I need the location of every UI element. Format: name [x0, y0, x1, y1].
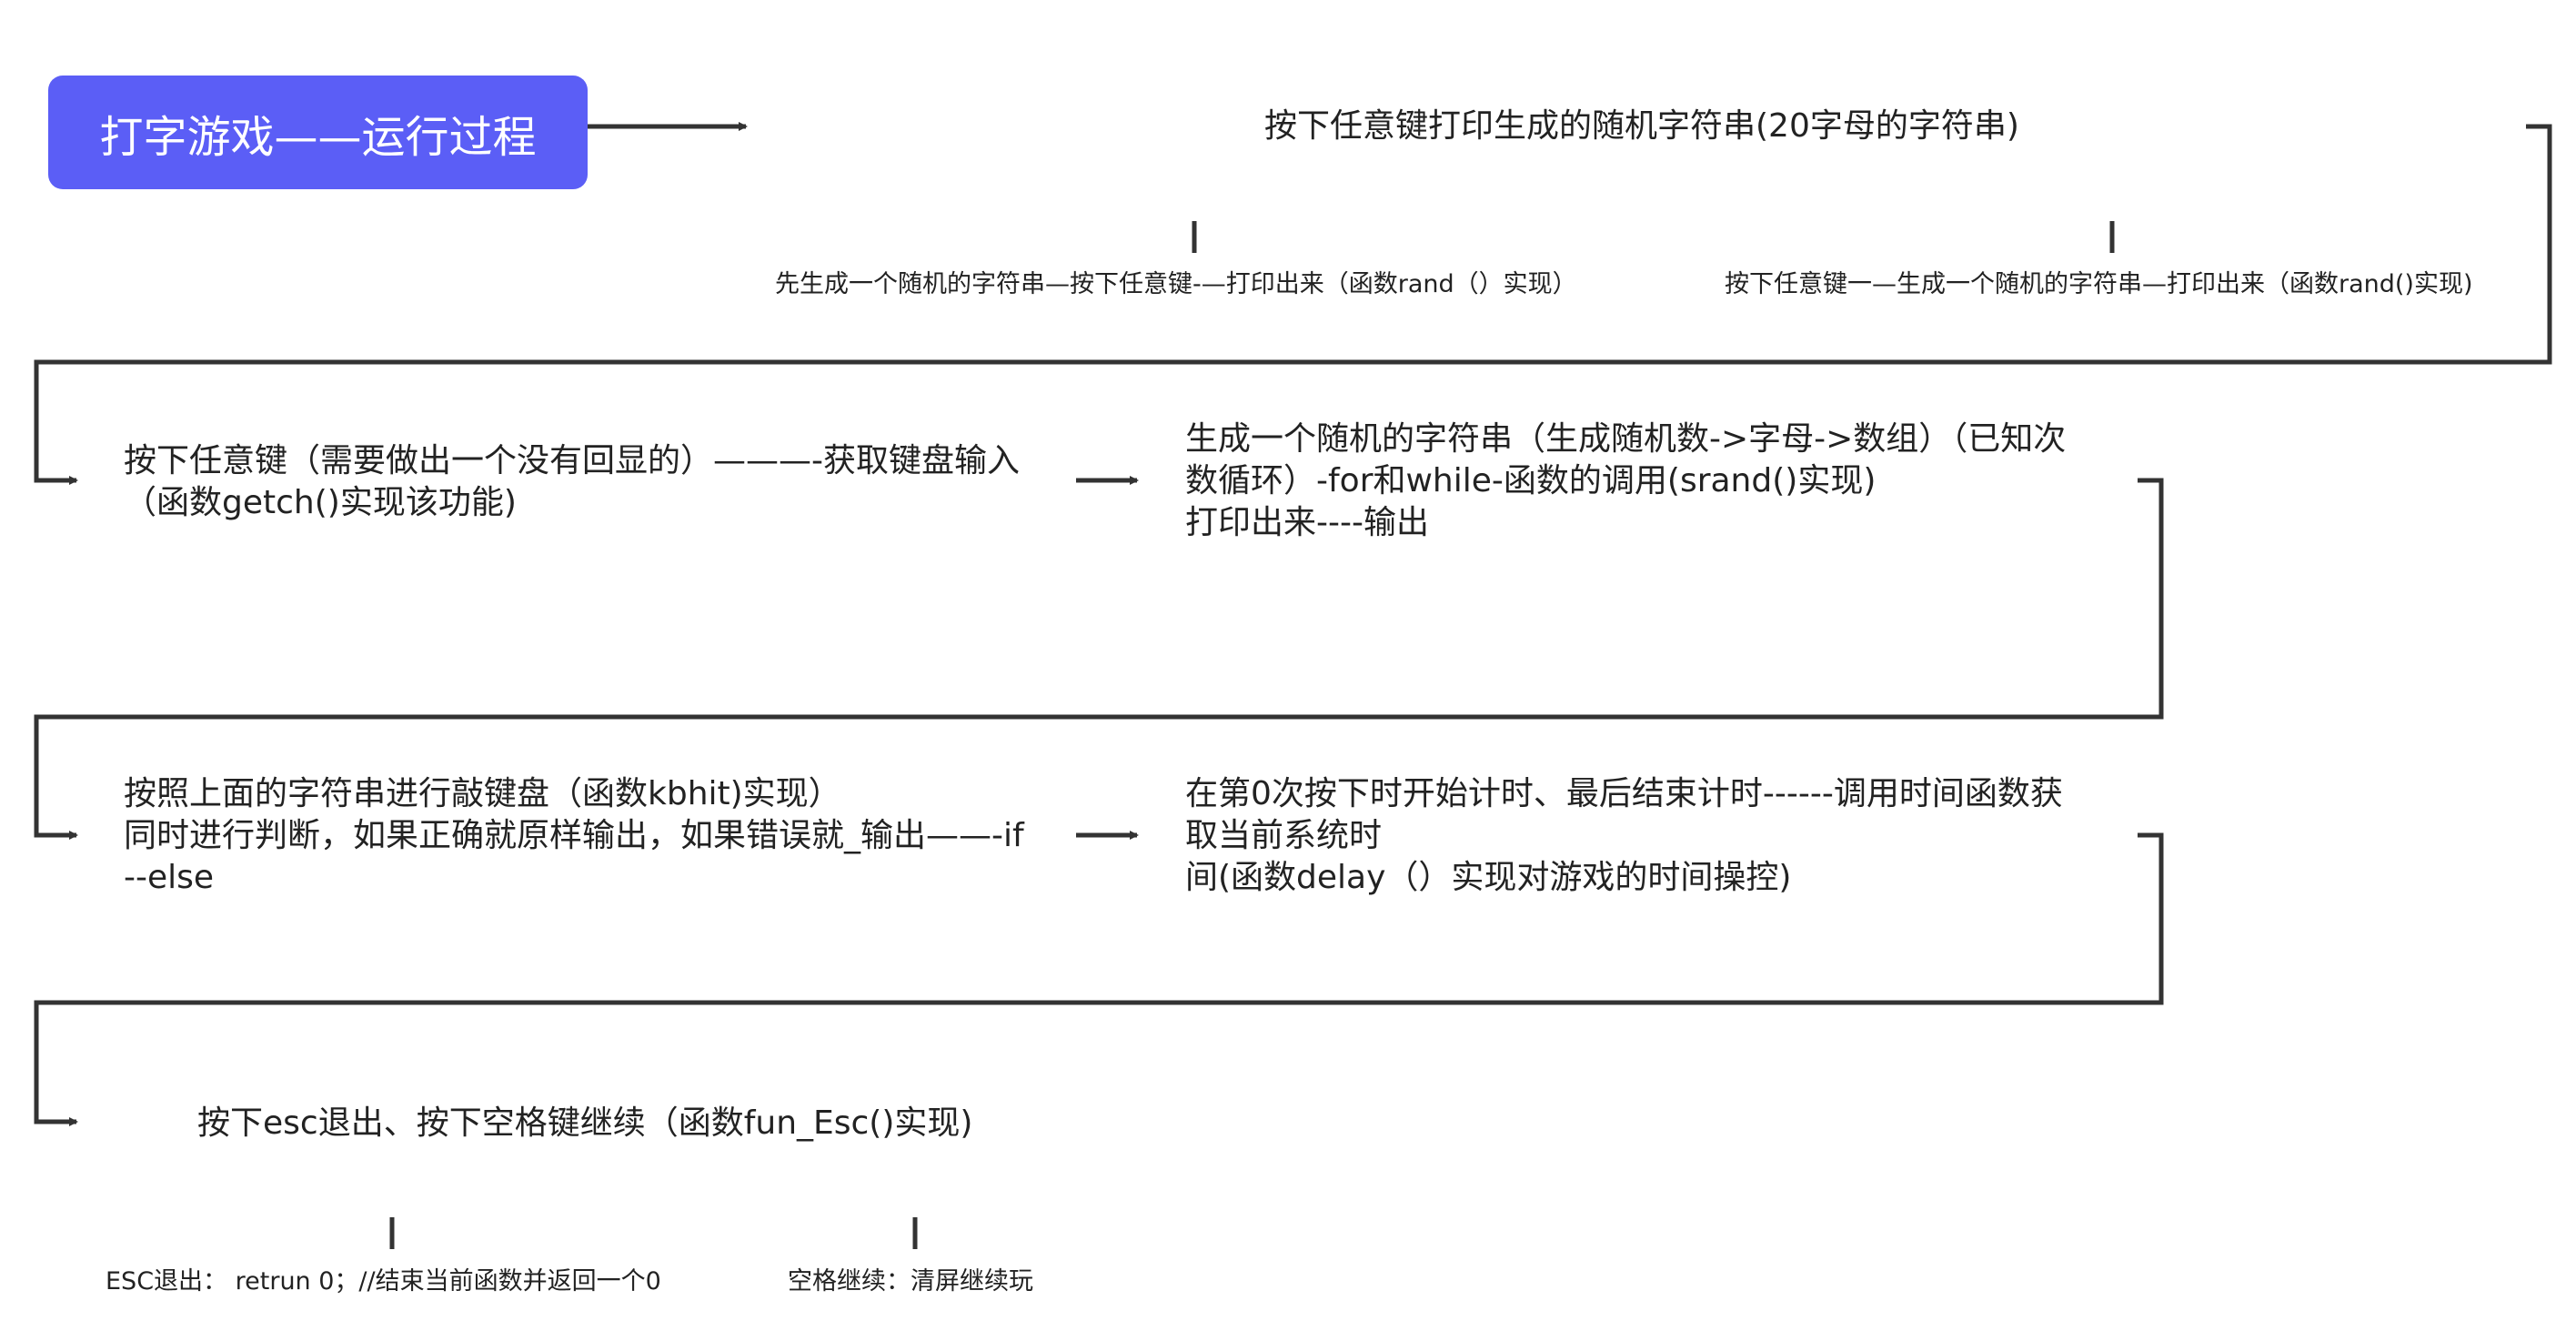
node-esc-exit: ESC退出： retrun 0；//结束当前函数并返回一个0: [106, 1266, 661, 1297]
node-sub-method-a: 先生成一个随机的字符串—按下任意键-—打印出来（函数rand（）实现）: [775, 269, 1577, 300]
node-esc-exit-text: ESC退出： retrun 0；//结束当前函数并返回一个0: [106, 1267, 661, 1296]
node-timing-line-3: 间(函数delay（）实现对游戏的时间操控): [1185, 859, 1792, 896]
node-timing-line-2: 取当前系统时: [1185, 817, 1383, 854]
title-box: 打字游戏——运行过程: [48, 76, 588, 189]
connector-print-to-press: [34, 124, 2552, 485]
node-space-continue-text: 空格继续：清屏继续玩: [788, 1267, 1033, 1296]
node-press-key-line-2: （函数getch()实现该功能): [124, 484, 517, 521]
node-press-key: 按下任意键（需要做出一个没有回显的）———-获取键盘输入 （函数getch()实…: [124, 440, 1020, 524]
node-sub-method-a-text: 先生成一个随机的字符串—按下任意键-—打印出来（函数rand（）实现）: [775, 270, 1577, 298]
node-timing-line-1: 在第0次按下时开始计时、最后结束计时------调用时间函数获: [1185, 775, 2063, 812]
node-gen-string-line-1: 生成一个随机的字符串（生成随机数->字母->数组）（已知次: [1185, 420, 2067, 458]
node-timing: 在第0次按下时开始计时、最后结束计时------调用时间函数获 取当前系统时 间…: [1185, 773, 2063, 899]
node-exit-continue-text: 按下esc退出、按下空格键继续（函数fun_Esc()实现): [197, 1104, 973, 1142]
node-typing-line-2: 同时进行判断，如果正确就原样输出，如果错误就_输出——-if: [124, 817, 1024, 854]
node-typing: 按照上面的字符串进行敲键盘（函数kbhit)实现） 同时进行判断，如果正确就原样…: [124, 773, 1024, 899]
node-exit-continue: 按下esc退出、按下空格键继续（函数fun_Esc()实现): [197, 1103, 972, 1144]
connector-gen-to-typing: [34, 478, 2164, 840]
node-gen-string-line-2: 数循环）-for和while-函数的调用(srand()实现): [1185, 462, 1877, 499]
node-typing-line-3: --else: [124, 859, 215, 896]
diagram-title: 打字游戏——运行过程: [99, 111, 537, 163]
node-space-continue: 空格继续：清屏继续玩: [788, 1266, 1033, 1297]
node-press-key-line-1: 按下任意键（需要做出一个没有回显的）———-获取键盘输入: [124, 442, 1020, 479]
node-print-string-text: 按下任意键打印生成的随机字符串(20字母的字符串): [1264, 107, 2019, 145]
node-typing-line-1: 按照上面的字符串进行敲键盘（函数kbhit)实现）: [124, 775, 841, 812]
node-sub-method-b: 按下任意键一—生成一个随机的字符串—打印出来（函数rand()实现): [1725, 269, 2473, 300]
node-gen-string-line-3: 打印出来----输出: [1185, 504, 1429, 541]
node-gen-string: 生成一个随机的字符串（生成随机数->字母->数组）（已知次 数循环）-for和w…: [1185, 418, 2066, 544]
node-sub-method-b-text: 按下任意键一—生成一个随机的字符串—打印出来（函数rand()实现): [1725, 270, 2473, 298]
connector-timing-to-exit: [34, 832, 2164, 1126]
node-print-string: 按下任意键打印生成的随机字符串(20字母的字符串): [1264, 106, 2019, 147]
